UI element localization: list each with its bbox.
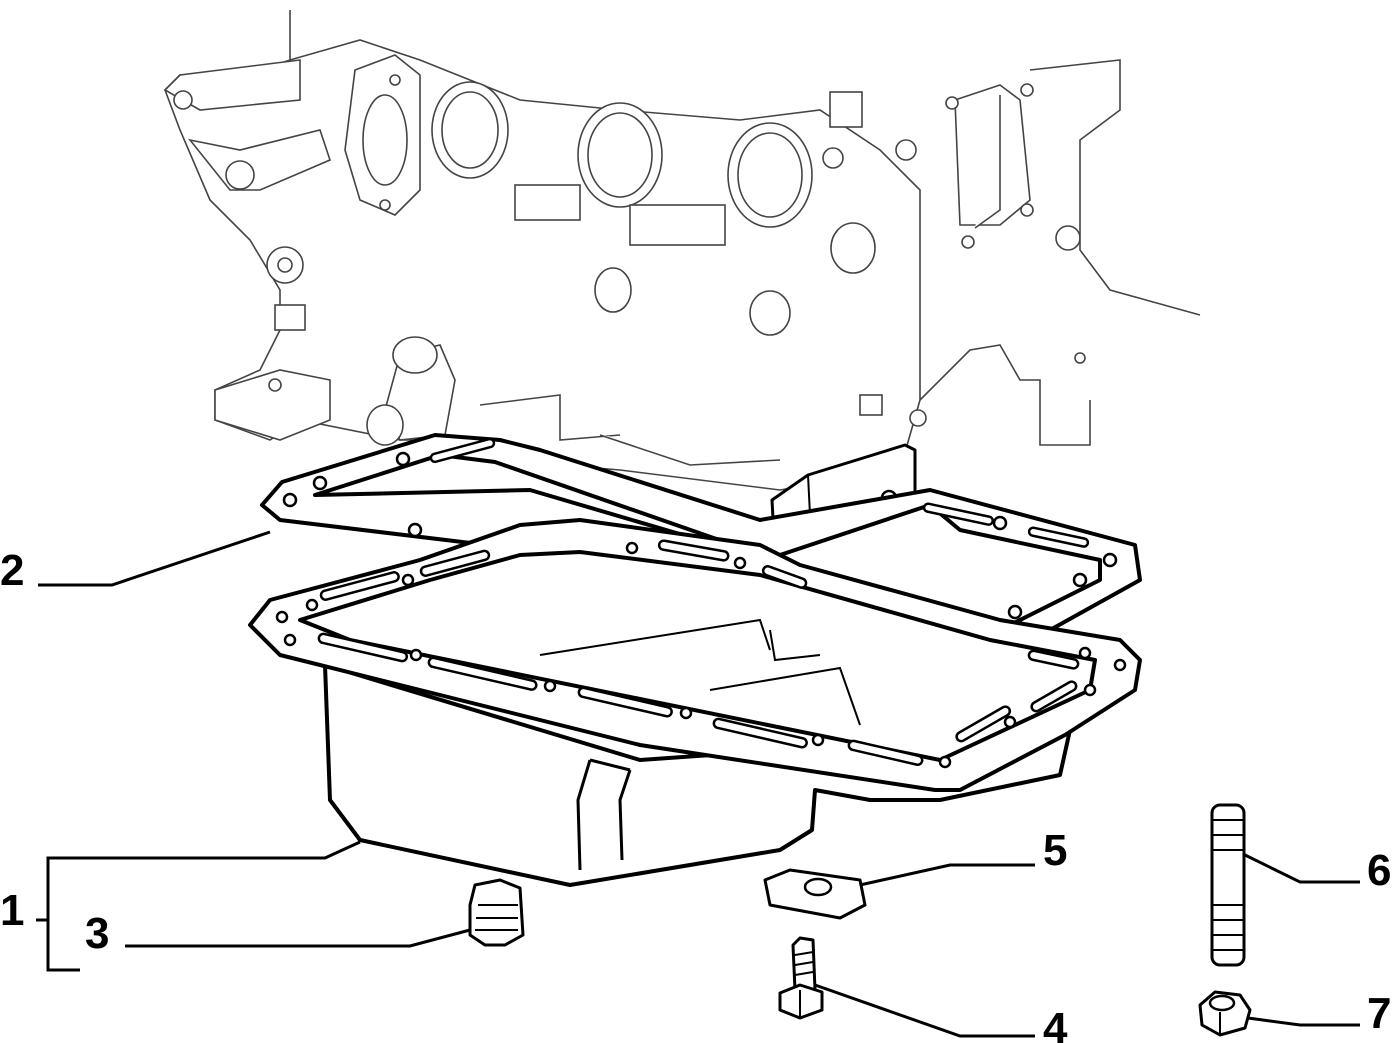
callout-3: 3 [85, 909, 109, 958]
leader-line-6 [1244, 853, 1360, 884]
callout-5: 5 [1043, 826, 1067, 875]
callout-2: 2 [0, 546, 24, 595]
leader-line-1 [48, 840, 361, 860]
engine-block-outline [163, 10, 1201, 491]
leader-line-2 [38, 530, 271, 587]
callout-4: 4 [1043, 1004, 1068, 1043]
leader-line-4 [814, 983, 1035, 1038]
leader-line-7 [1247, 1016, 1360, 1027]
callout-1: 1 [0, 886, 24, 935]
callout-6: 6 [1367, 846, 1391, 895]
callout-7: 7 [1367, 989, 1391, 1038]
leader-line-5 [859, 863, 1035, 887]
plate-washer [763, 868, 867, 920]
leader-line-1-bracket [46, 856, 80, 972]
leader-lines [36, 530, 1360, 1038]
drain-plug [468, 878, 525, 947]
leader-line-3 [125, 928, 471, 948]
oil-pan [248, 518, 1142, 887]
bolt [778, 936, 824, 1020]
stud [1210, 803, 1246, 967]
nut [1198, 990, 1252, 1037]
